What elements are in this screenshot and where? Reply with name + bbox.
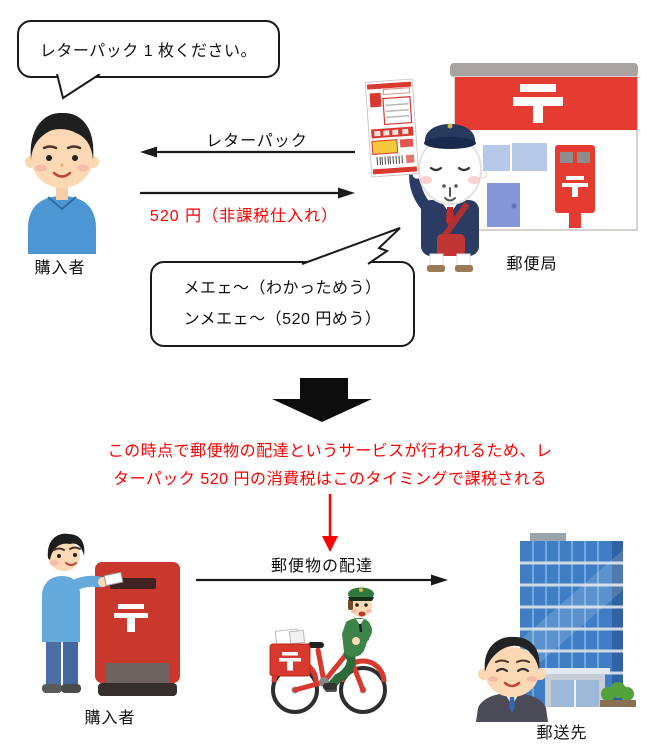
arrow-head-right-icon [338,187,355,199]
post-office-window [512,143,547,171]
bush [600,682,636,707]
tax-note-pointer-arrow [322,494,338,552]
arrow-head-right-icon [431,574,448,586]
delivery-arrow-label: 郵便物の配達 [270,558,373,575]
buyer-hair [30,112,94,160]
sheep-speech-line2: ンメエェ～（520 円めう） [183,311,382,328]
post-office-roof [450,63,638,77]
letterpack-arrow [140,146,355,158]
mail-bundle [274,628,306,646]
tax-note-line2: ターパック 520 円の消費税はこのタイミングで課税される [113,471,547,488]
buyer-speech-text: レターパック 1 枚ください。 [39,43,258,60]
street-postbox [95,562,180,696]
postal-mark-icon [562,176,588,197]
mail-carrier-bicycle-illustration [269,587,387,714]
sender-person [42,533,108,693]
letterpack-envelope-illustration [364,78,420,178]
buyer-speech-bubble: レターパック 1 枚ください。 [17,20,280,78]
bicycle-seat [308,642,324,648]
arrow-head-left-icon [140,146,157,158]
buyer-top-label: 購入者 [34,260,86,277]
businessman-tie [509,695,515,713]
post-office-illustration [450,63,638,231]
payment-arrow [140,187,355,199]
letterpack-arrow-label: レターパック [206,133,308,150]
postal-mark-icon [114,604,148,632]
delivery-arrow [196,574,448,586]
postal-mark-icon [513,84,563,123]
destination-label: 郵送先 [536,725,588,742]
sheep-speech-bubble-tail [301,227,401,265]
destination-illustration [476,533,636,722]
mail-envelope [103,571,124,587]
tax-note: この時点で郵便物の配達というサービスが行われるため、レ ターパック 520 円の… [70,438,590,494]
buyer-shirt [28,196,96,254]
tax-note-line1: この時点で郵便物の配達というサービスが行われるため、レ [107,443,553,460]
mail-carrier-rider [323,587,374,690]
barcode-icon [376,155,403,166]
sheep-clerk-illustration [407,123,488,272]
section-down-arrow-icon [272,378,372,422]
post-office-window [483,145,510,171]
businessman-hair [484,636,540,672]
sheep-speech-line1: メエェ～（わかっためう） [183,280,382,297]
recipient-businessman [476,636,548,722]
postal-mark-icon [279,652,301,671]
post-office-label: 郵便局 [506,256,558,273]
sheep-speech-bubble: メエェ～（わかっためう） ンメエェ～（520 円めう） [150,261,415,347]
office-building [520,533,636,707]
bicycle-mail-box [269,643,311,677]
buyer-speech-bubble-tail [56,74,101,100]
sender-postbox-illustration [42,533,180,696]
sender-label: 購入者 [84,710,136,727]
payment-arrow-label: 520 円（非課税仕入れ） [149,208,339,225]
buyer-top-illustration [25,112,99,254]
sheep-mail-bag [437,234,465,256]
postbox-at-office [555,145,595,228]
